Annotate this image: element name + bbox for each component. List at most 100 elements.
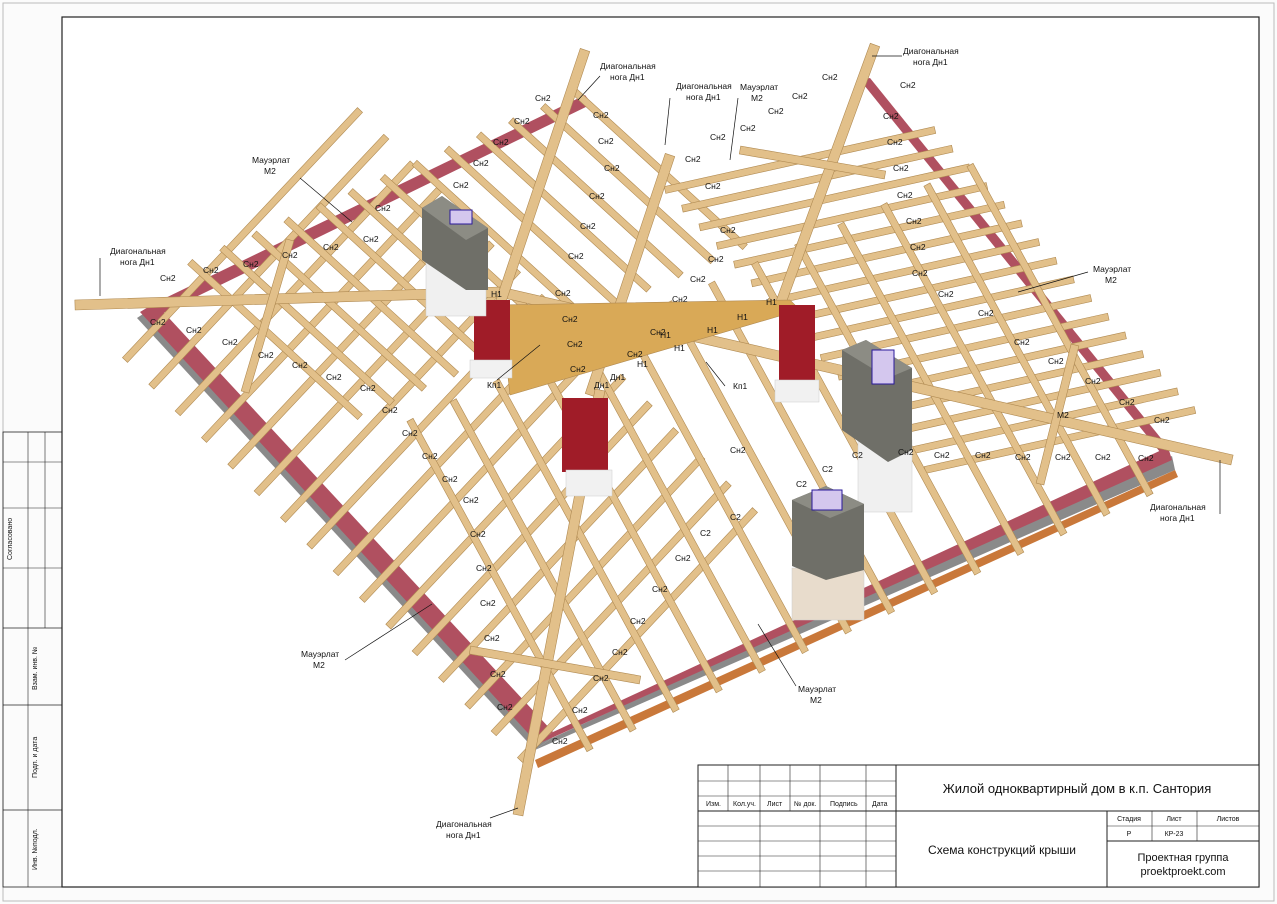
- callout-mauer-left: Мауэрлат М2: [301, 603, 433, 670]
- element-label-61: Сн2: [883, 111, 899, 121]
- callout-diag-right: Диагональная нога Дн1: [1150, 460, 1221, 523]
- element-label-97: М2: [1057, 410, 1069, 420]
- element-label-32: Сн2: [442, 474, 458, 484]
- element-label-69: Сн2: [978, 308, 994, 318]
- element-label-58: Сн2: [650, 327, 666, 337]
- tb-header-list: Лист: [767, 801, 783, 808]
- callout-kp-left: Кп1: [487, 344, 541, 390]
- element-label-52: Сн2: [685, 154, 701, 164]
- tb-header-podpis: Подпись: [830, 801, 858, 808]
- element-label-65: Сн2: [906, 216, 922, 226]
- element-label-80: Сн2: [934, 450, 950, 460]
- callout-diag-top-line2: нога Дн1: [610, 72, 645, 82]
- element-label-50: Сн2: [740, 123, 756, 133]
- element-label-62: Сн2: [887, 137, 903, 147]
- chimney-right: [842, 340, 913, 513]
- tb-sheets-header: Листов: [1217, 816, 1240, 823]
- callout-mauer-left-line1: Мауэрлат: [301, 649, 339, 659]
- callout-diag-top-line1: Диагональная: [600, 61, 656, 71]
- element-label-49: Сн2: [768, 106, 784, 116]
- element-label-35: Сн2: [476, 563, 492, 573]
- tb-company-site: proektproekt.com: [1141, 866, 1226, 878]
- callout-mauer-bottom: Мауэрлат М2: [757, 623, 836, 705]
- column-left-base: [469, 359, 513, 379]
- element-label-54: Сн2: [720, 225, 736, 235]
- element-label-10: Сн2: [568, 251, 584, 261]
- element-label-89: Н1: [660, 330, 671, 340]
- element-label-15: Сн2: [375, 203, 391, 213]
- rafter-left-2: [174, 160, 416, 417]
- callouts-group: Диагональная нога Дн1 Диагональная нога …: [99, 46, 1221, 840]
- callout-mauer-top-mid-line1: Мауэрлат: [740, 82, 778, 92]
- element-label-1: Сн2: [514, 116, 530, 126]
- element-label-71: Сн2: [1048, 356, 1064, 366]
- element-label-42: Сн2: [593, 673, 609, 683]
- element-label-41: Сн2: [572, 705, 588, 715]
- element-label-12: Сн2: [562, 314, 578, 324]
- callout-mauer-bottom-line2: М2: [810, 695, 822, 705]
- element-label-46: Сн2: [675, 553, 691, 563]
- rafter-topright-10: [837, 312, 1110, 381]
- callout-kp-left-text: Кп1: [487, 380, 502, 390]
- chimney-top-left: [422, 196, 488, 317]
- element-label-40: Сн2: [552, 736, 568, 746]
- element-label-30: Сн2: [402, 428, 418, 438]
- callout-diag-bottom: Диагональная нога Дн1: [436, 807, 519, 840]
- rafter-topleft-9: [475, 131, 652, 293]
- tb-stage-header: Стадия: [1117, 816, 1141, 823]
- callout-mauer-top-mid: Мауэрлат М2: [729, 82, 778, 161]
- element-label-33: Сн2: [463, 495, 479, 505]
- side-inv-podl: Инв. №подл.: [32, 828, 39, 870]
- callout-diag-right-line1: Диагональная: [1150, 502, 1206, 512]
- element-label-27: Сн2: [326, 372, 342, 382]
- element-label-8: Сн2: [589, 191, 605, 201]
- column-right-base: [774, 379, 820, 403]
- element-label-13: Сн2: [567, 339, 583, 349]
- element-label-93: Н1: [766, 297, 777, 307]
- element-label-86: С2: [730, 512, 741, 522]
- element-label-94: Н1: [637, 359, 648, 369]
- column-right: [779, 305, 815, 383]
- element-label-85: С2: [796, 479, 807, 489]
- element-label-75: Сн2: [1138, 453, 1154, 463]
- callout-mauer-right-line2: М2: [1105, 275, 1117, 285]
- callout-diag-top2: Диагональная нога Дн1: [664, 81, 732, 146]
- element-label-37: Сн2: [484, 633, 500, 643]
- element-label-9: Сн2: [580, 221, 596, 231]
- element-label-83: С2: [852, 450, 863, 460]
- element-label-28: Сн2: [360, 383, 376, 393]
- rafter-bottomright-12: [923, 182, 1111, 517]
- callout-mauer-left-line2: М2: [313, 660, 325, 670]
- tb-header-izm: Изм.: [706, 801, 721, 808]
- element-label-77: Сн2: [1055, 452, 1071, 462]
- tb-sheet-header: Лист: [1166, 816, 1182, 823]
- rafter-left-1: [148, 133, 390, 390]
- element-label-45: Сн2: [652, 584, 668, 594]
- element-label-84: С2: [822, 464, 833, 474]
- element-label-68: Сн2: [938, 289, 954, 299]
- tb-header-data: Дата: [872, 801, 888, 808]
- tb-header-ndok: № док.: [794, 801, 816, 808]
- element-label-16: Сн2: [363, 234, 379, 244]
- element-label-11: Сн2: [555, 288, 571, 298]
- element-label-43: Сн2: [612, 647, 628, 657]
- element-label-76: Сн2: [1095, 452, 1111, 462]
- element-label-74: Сн2: [1154, 415, 1170, 425]
- element-label-70: Сн2: [1014, 337, 1030, 347]
- chimneys: [422, 196, 913, 621]
- element-label-44: Сн2: [630, 616, 646, 626]
- callout-mauer-right: Мауэрлат М2: [1017, 264, 1131, 293]
- callout-diag-left-line2: нога Дн1: [120, 257, 155, 267]
- element-label-64: Сн2: [897, 190, 913, 200]
- callout-diag-top: Диагональная нога Дн1: [577, 61, 656, 101]
- callout-mauer-right-line1: Мауэрлат: [1093, 264, 1131, 274]
- element-label-21: Сн2: [160, 273, 176, 283]
- rafter-bottomright-11: [880, 202, 1068, 537]
- element-label-92: Н1: [737, 312, 748, 322]
- tb-header-kolych: Кол.уч.: [733, 801, 756, 808]
- strut-left: [240, 238, 295, 394]
- element-label-48: Сн2: [792, 91, 808, 101]
- element-label-88: Н1: [491, 289, 502, 299]
- callout-mauer-bottom-line1: Мауэрлат: [798, 684, 836, 694]
